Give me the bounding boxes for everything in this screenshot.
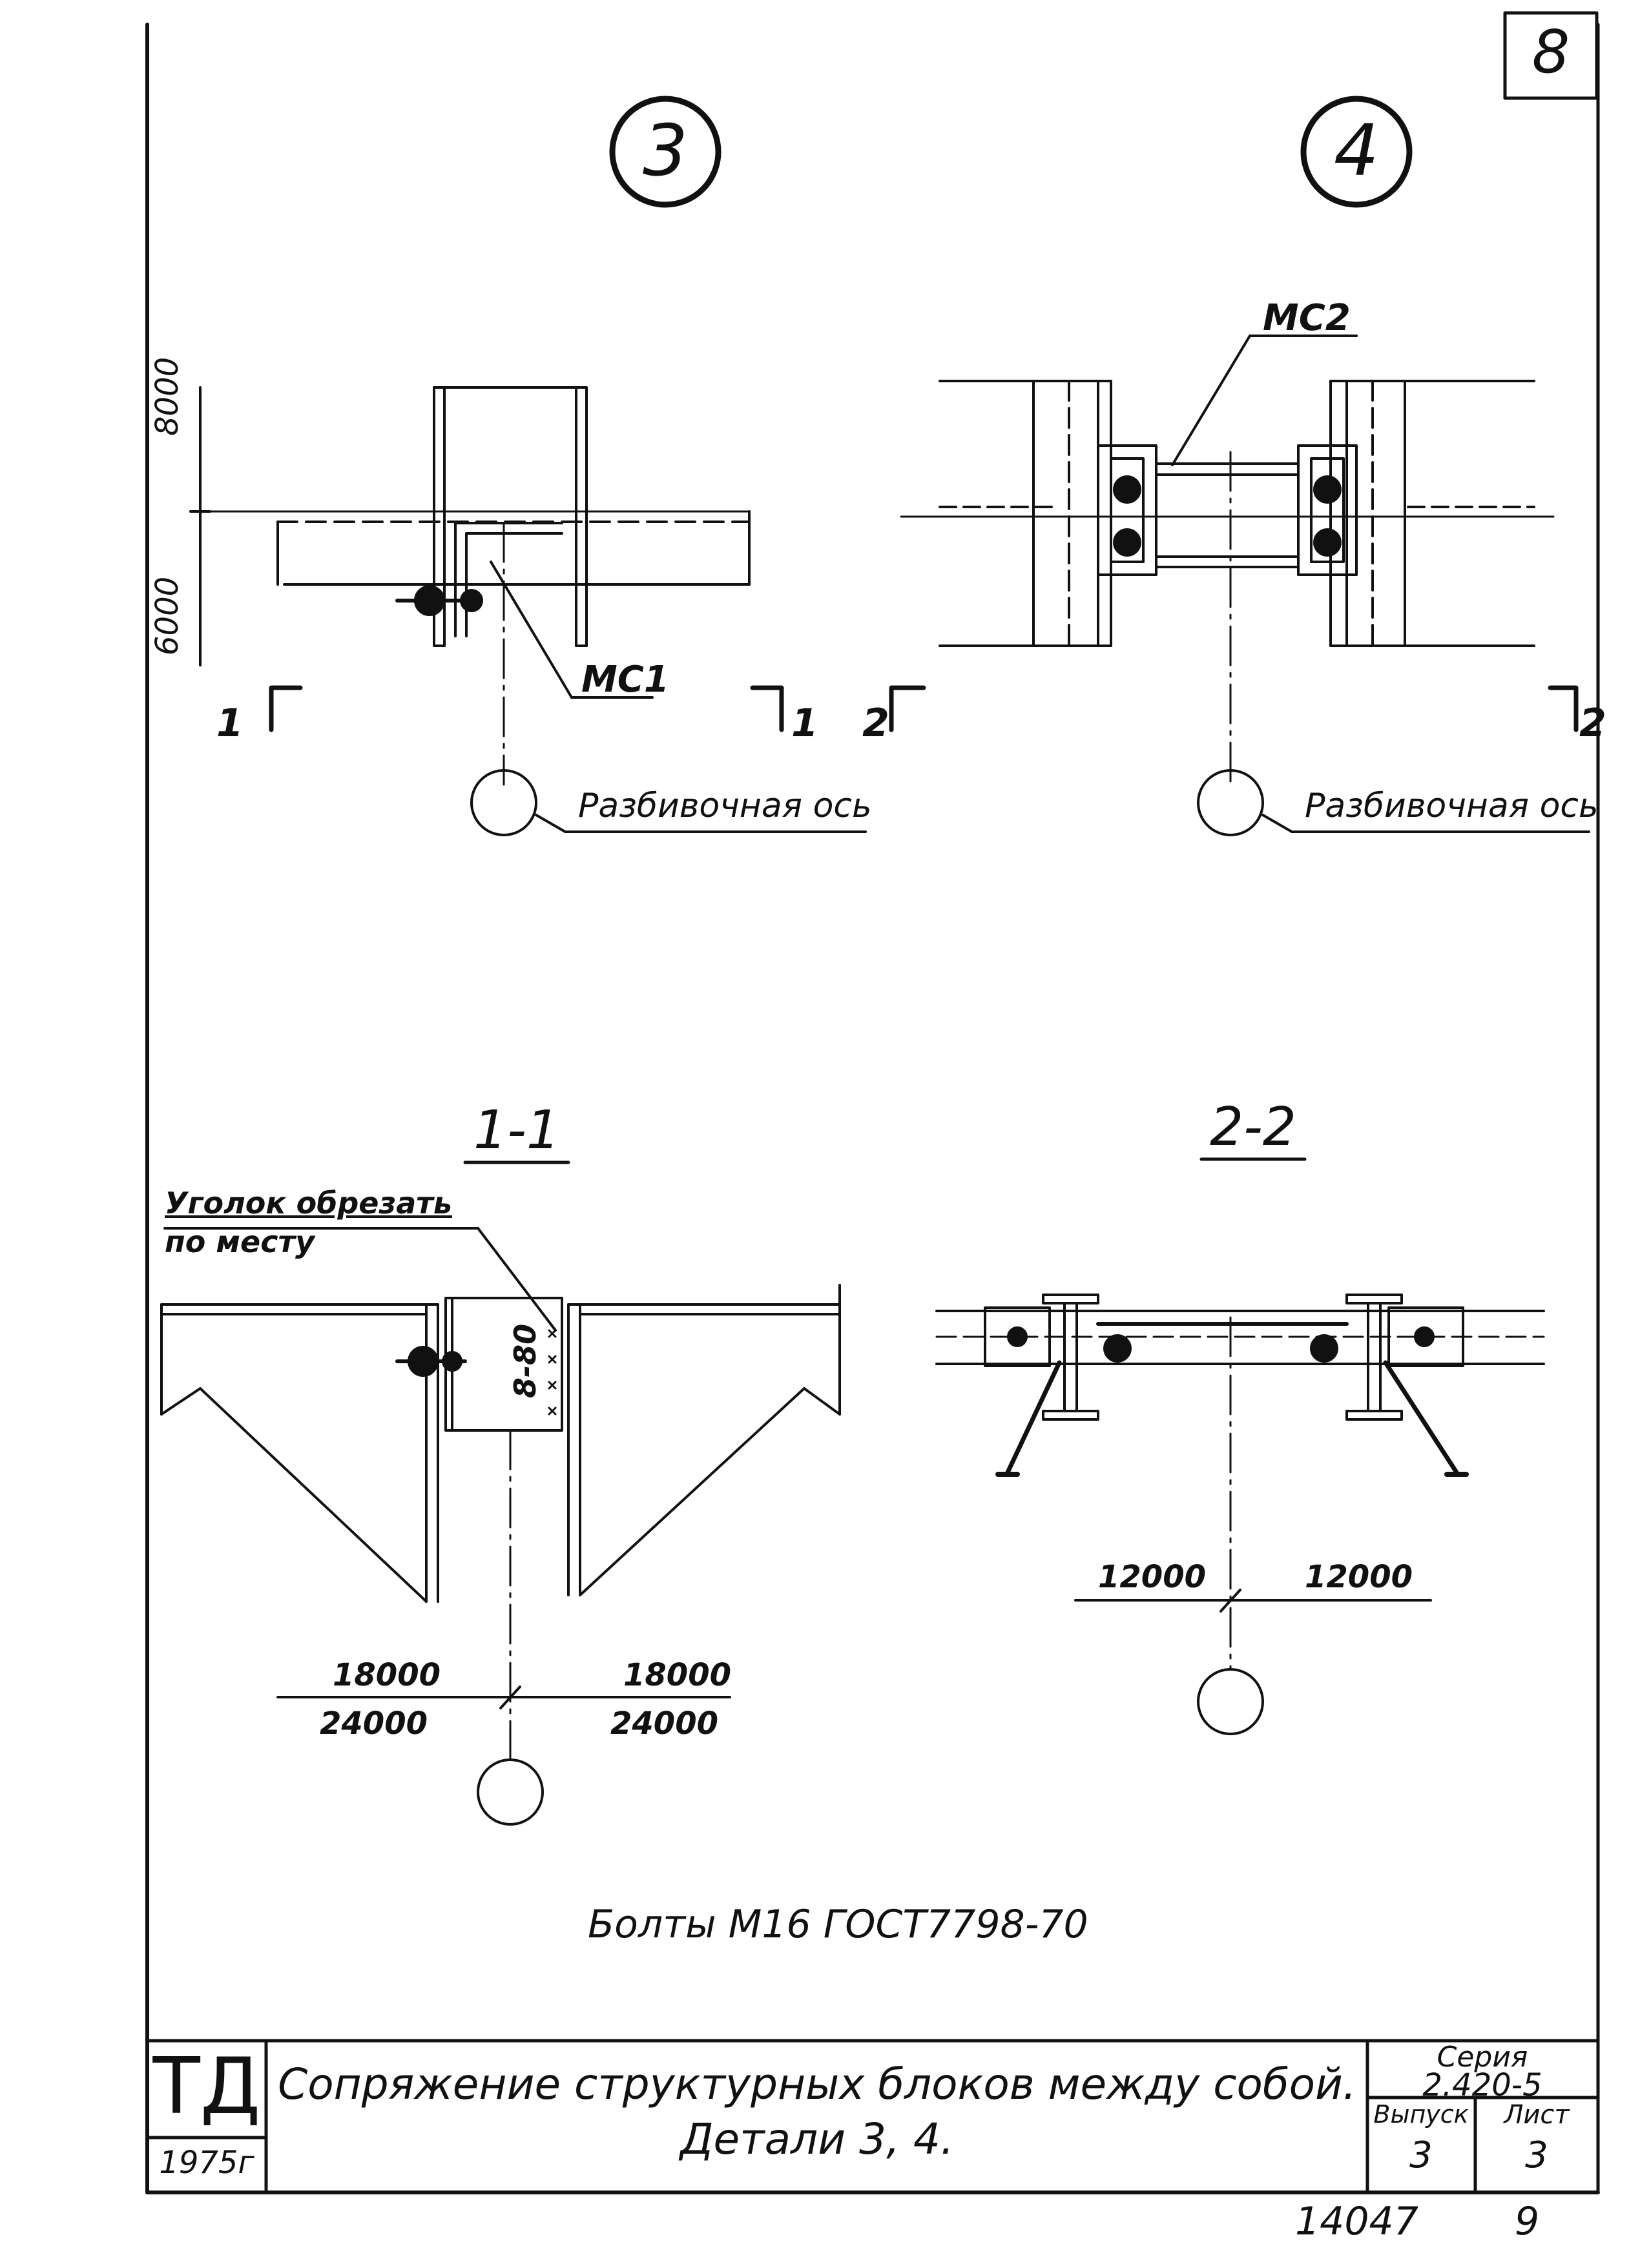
series-value: 2.420-5	[1422, 2067, 1542, 2103]
series-label: Серия	[1437, 2041, 1528, 2074]
sheet-title-line2: Детали 3, 4.	[680, 2114, 955, 2164]
section-2-2-axis-circle	[1197, 1668, 1264, 1735]
dim-right-top: 18000	[623, 1657, 731, 1693]
title-block-frame	[145, 2039, 1600, 2194]
detail-4-drawing	[889, 96, 1590, 836]
sheet-value: 3	[1525, 2134, 1548, 2176]
issue-value: 3	[1409, 2134, 1433, 2176]
issue-label: Выпуск	[1373, 2100, 1469, 2129]
detail-3-drawing	[189, 96, 867, 836]
detail-3-dim-top: 8000	[149, 356, 185, 436]
section-1-1-axis-circle	[477, 1758, 544, 1826]
dim-2-2-right: 12000	[1305, 1559, 1413, 1595]
section-2-2-drawing	[935, 1157, 1545, 1735]
section-mark-2-left: 2	[862, 701, 889, 746]
trim-note-line2: по месту	[165, 1224, 315, 1259]
sheet-label: Лист	[1504, 2100, 1570, 2130]
sheet-title-line1: Сопряжение структурных блоков между собо…	[278, 2059, 1356, 2109]
sheet-number: 8	[1531, 17, 1570, 87]
detail-3-marker	[609, 96, 721, 208]
section-2-2-title: 2-2	[1210, 1097, 1296, 1158]
detail-3-dim-bottom: 6000	[149, 576, 185, 655]
callout-mc2: МС2	[1263, 297, 1351, 339]
sheet-frame	[145, 23, 1600, 2194]
section-1-1-drawing	[160, 1160, 841, 1826]
detail-4-number: 4	[1334, 109, 1379, 192]
detail-3-axis-circle	[470, 769, 537, 836]
detail-4-marker	[1300, 96, 1413, 208]
section-mark-1-left: 1	[216, 701, 244, 746]
dim-right-bottom: 24000	[610, 1706, 718, 1742]
inventory-number: 14047	[1295, 2199, 1418, 2244]
dim-left-top: 18000	[333, 1657, 441, 1693]
detail-4-axis-label: Разбивочная ось	[1305, 787, 1599, 825]
bolts-note: Болты М16 ГОСТ7798-70	[588, 1902, 1088, 1947]
weld-label: 8-80	[508, 1323, 543, 1398]
detail-4-axis-circle	[1197, 769, 1264, 836]
td-logo: ТД	[152, 2042, 261, 2132]
detail-3-axis-label: Разбивочная ось	[578, 787, 872, 825]
dim-left-bottom: 24000	[320, 1706, 428, 1742]
trim-note-line1: Уголок обрезать	[165, 1186, 452, 1221]
section-1-1-title: 1-1	[473, 1100, 560, 1161]
dim-2-2-left: 12000	[1098, 1559, 1206, 1595]
page-number: 9	[1515, 2199, 1540, 2244]
section-mark-2-right: 2	[1579, 701, 1606, 746]
sheet-number-box	[1503, 11, 1599, 100]
callout-mc1: МС1	[581, 659, 669, 701]
title-year: 1975г	[159, 2145, 254, 2181]
detail-3-number: 3	[643, 109, 688, 192]
section-mark-1-right: 1	[791, 701, 818, 746]
